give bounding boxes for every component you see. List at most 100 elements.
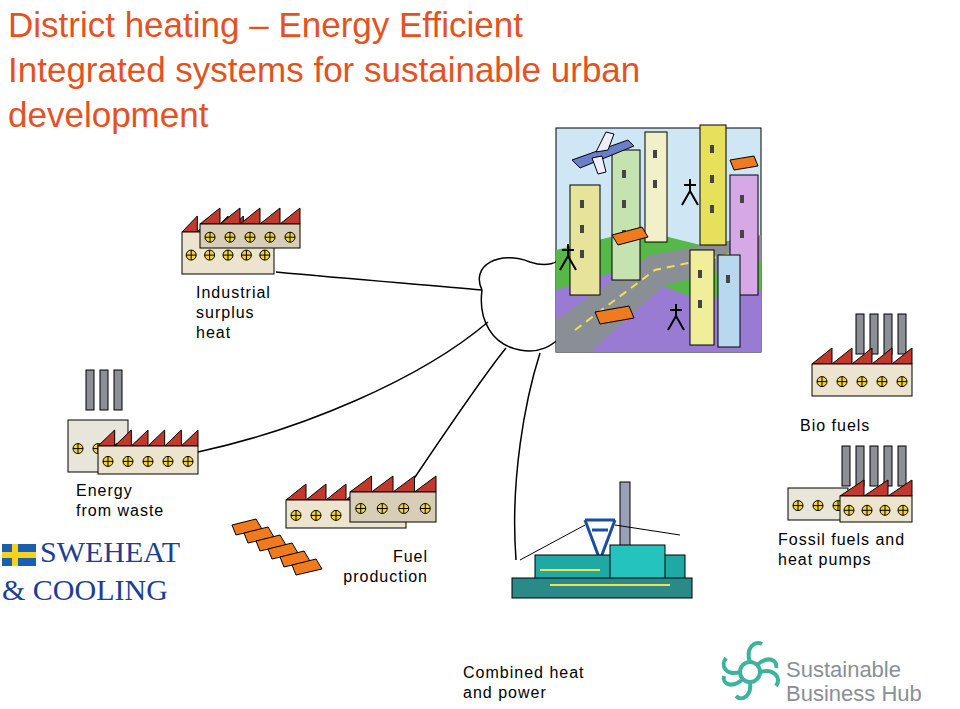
city-building [645, 132, 667, 242]
factory-window [163, 456, 173, 466]
factory-window [817, 377, 827, 387]
window-cross [844, 505, 854, 515]
source-name: Fuel production [328, 547, 428, 587]
sawtooth-roof [115, 430, 132, 446]
car-row [232, 519, 322, 575]
window-cross [205, 232, 215, 242]
logo-text: & COOLING [2, 574, 168, 606]
window-cross [241, 250, 251, 260]
window-cross [356, 504, 366, 514]
factory-window [880, 505, 890, 515]
heat-network [198, 258, 560, 560]
window-cross [260, 250, 270, 260]
window-cross [877, 377, 887, 387]
factory-wall [812, 364, 912, 396]
network-line [479, 258, 560, 290]
factory [200, 208, 300, 248]
city-building [612, 150, 640, 280]
window-cross [245, 232, 255, 242]
city-ground [556, 128, 761, 352]
city-building [570, 185, 600, 295]
chimney [884, 314, 892, 354]
window-cross [265, 232, 275, 242]
city-illustration [556, 125, 761, 352]
sawtooth-roof [165, 430, 182, 446]
window-cross [817, 377, 827, 387]
source-label: Fossil fuels and heat pumps [778, 530, 923, 570]
factory-window [857, 377, 867, 387]
source-name: Energy from waste [76, 481, 170, 521]
factory-window [331, 510, 341, 520]
building-windows [580, 145, 744, 308]
factory-window [399, 504, 409, 514]
source-name: Industrial surplus heat [196, 283, 286, 343]
factory-window [793, 501, 803, 511]
airplane [572, 132, 634, 174]
window-cross [143, 456, 153, 466]
sawtooth-roof [350, 476, 372, 492]
factory [812, 314, 912, 396]
window-cross [837, 377, 847, 387]
sawtooth-roof [220, 208, 240, 224]
sawtooth-roof [372, 476, 394, 492]
sawtooth-roof [240, 208, 260, 224]
sawtooth-roof [864, 480, 888, 496]
window-cross [857, 377, 867, 387]
window-cross [205, 250, 215, 260]
factory-window [291, 510, 301, 520]
chp-plant [512, 482, 692, 598]
chimney [114, 370, 122, 410]
logo-text: Business Hub [786, 682, 922, 706]
city-building [718, 255, 740, 347]
logo-text: SWEHEAT [40, 536, 180, 568]
chimney [856, 314, 864, 354]
chimney [100, 370, 108, 410]
sawtooth-roof [280, 208, 300, 224]
factory-window [123, 456, 133, 466]
factory-window [260, 250, 270, 260]
sawtooth-roof [98, 430, 115, 446]
factory-window [223, 250, 233, 260]
sawtooth-roof [852, 348, 872, 364]
factory-window [877, 377, 887, 387]
window-cross [223, 250, 233, 260]
sawtooth-roof [888, 480, 912, 496]
window-cross [897, 377, 907, 387]
factory-window [844, 505, 854, 515]
window-cross [291, 510, 301, 520]
window-cross [813, 501, 823, 511]
source-label: Fuel production [328, 547, 428, 587]
factory-window [265, 232, 275, 242]
source-name: Fossil fuels and heat pumps [778, 530, 923, 570]
factory [98, 430, 198, 474]
city-building [690, 250, 714, 345]
sawtooth-roof [812, 348, 832, 364]
sawtooth-roof [892, 348, 912, 364]
window-cross [163, 456, 173, 466]
network-line [481, 290, 560, 351]
source-label: Combined heat and power [463, 663, 603, 703]
window-cross [331, 510, 341, 520]
window-cross [420, 504, 430, 514]
factory-window [205, 232, 215, 242]
window-cross [311, 510, 321, 520]
sawtooth-roof [148, 430, 165, 446]
sawtooth-roof [260, 208, 280, 224]
chimney [898, 446, 906, 486]
window-cross [862, 505, 872, 515]
source-label: Industrial surplus heat [196, 283, 286, 343]
window-cross [880, 505, 890, 515]
factory-window [205, 250, 215, 260]
factory-window [837, 377, 847, 387]
chimney [870, 446, 878, 486]
factory-window [862, 505, 872, 515]
factory-window [245, 232, 255, 242]
window-cross [123, 456, 133, 466]
window-cross [186, 250, 196, 260]
factory-window [813, 501, 823, 511]
window-cross [285, 232, 295, 242]
chimney [898, 314, 906, 354]
cars [595, 156, 758, 324]
city-building [700, 125, 726, 245]
factory-window [897, 377, 907, 387]
